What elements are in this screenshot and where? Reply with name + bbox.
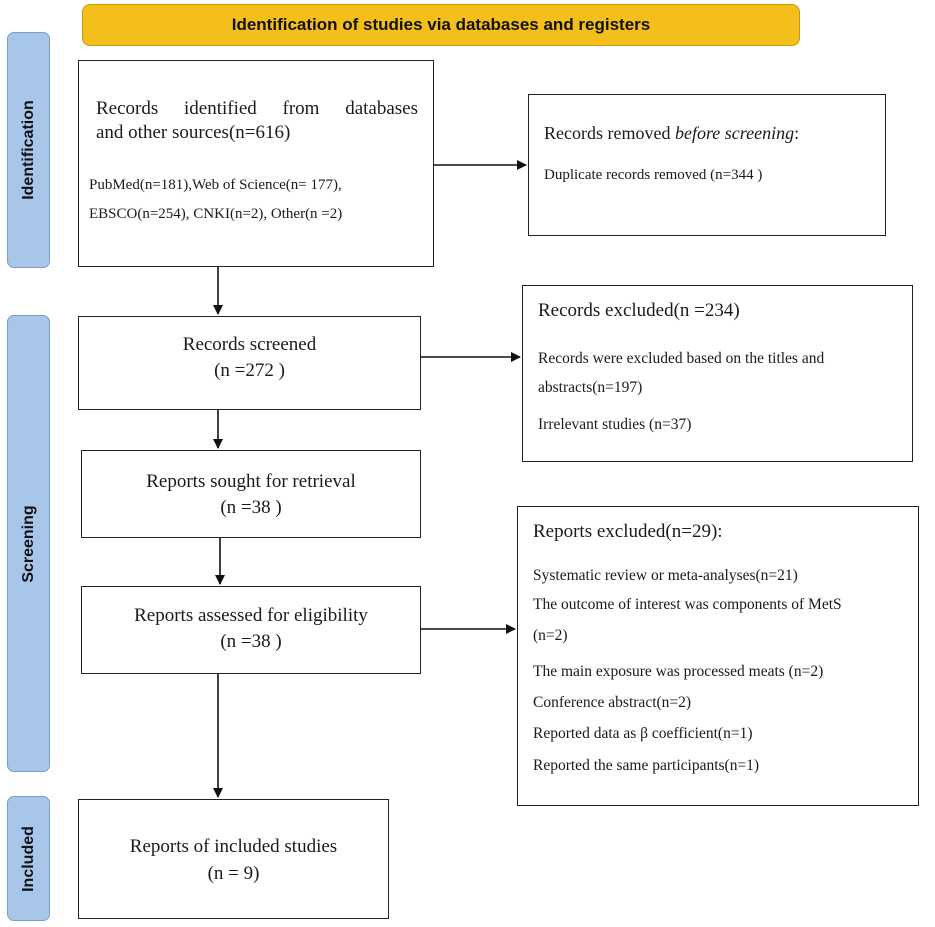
records-removed-box: Records removed before screening: Duplic… [528, 94, 886, 236]
records-identified-box: Records identified from databases and ot… [78, 60, 434, 267]
reports-excluded-item2a: The outcome of interest was components o… [533, 596, 842, 613]
records-identified-sources1: PubMed(n=181),Web of Science(n= 177), [89, 177, 342, 193]
records-removed-title-prefix: Records removed [544, 123, 675, 143]
records-excluded-item1b: abstracts(n=197) [538, 379, 643, 396]
records-identified-line1: Records identified from databases [96, 98, 418, 119]
records-removed-item1: Duplicate records removed (n=344 ) [544, 167, 763, 183]
reports-assessed-box: Reports assessed for eligibility (n =38 … [81, 586, 421, 674]
reports-excluded-item6: Reported the same participants(n=1) [533, 757, 760, 774]
reports-assessed-line1: Reports assessed for eligibility [134, 605, 368, 626]
reports-sought-line1: Reports sought for retrieval [146, 471, 356, 492]
stage-identification: Identification [7, 32, 50, 268]
records-screened-line2: (n =272 ) [214, 360, 285, 381]
records-removed-title-italic: before screening [674, 123, 795, 143]
reports-sought-line2: (n =38 ) [220, 497, 282, 518]
records-excluded-item1a: Records were excluded based on the title… [538, 350, 825, 367]
reports-excluded-item5: Reported data as β coefficient(n=1) [533, 725, 753, 742]
reports-excluded-item2b: (n=2) [533, 627, 568, 644]
records-identified-sources2: EBSCO(n=254), CNKI(n=2), Other(n =2) [89, 206, 343, 222]
reports-excluded-title: Reports excluded(n=29): [533, 521, 723, 542]
records-excluded-title: Records excluded(n =234) [538, 300, 740, 321]
included-studies-box: Reports of included studies (n = 9) [78, 799, 389, 919]
reports-excluded-item1: Systematic review or meta-analyses(n=21) [533, 567, 798, 584]
records-excluded-box: Records excluded(n =234) Records were ex… [522, 285, 913, 462]
records-removed-title-suffix: : [794, 123, 800, 143]
reports-sought-box: Reports sought for retrieval (n =38 ) [81, 450, 421, 538]
included-studies-line2: (n = 9) [207, 863, 260, 884]
stage-screening: Screening [7, 315, 50, 772]
records-removed-title: Records removed before screening: [544, 123, 799, 144]
included-studies-line1: Reports of included studies [129, 836, 338, 857]
records-screened-line1: Records screened [182, 334, 317, 355]
reports-excluded-item3: The main exposure was processed meats (n… [533, 663, 824, 680]
reports-excluded-item4: Conference abstract(n=2) [533, 694, 692, 711]
stage-included: Included [7, 796, 50, 921]
records-excluded-item2: Irrelevant studies (n=37) [538, 416, 692, 433]
records-screened-box: Records screened (n =272 ) [78, 316, 421, 410]
reports-excluded-box: Reports excluded(n=29): Systematic revie… [517, 506, 919, 806]
header-title: Identification of studies via databases … [231, 15, 651, 34]
reports-assessed-line2: (n =38 ) [220, 631, 282, 652]
diagram-header: Identification of studies via databases … [82, 4, 800, 46]
records-identified-line2: and other sources(n=616) [96, 122, 291, 143]
